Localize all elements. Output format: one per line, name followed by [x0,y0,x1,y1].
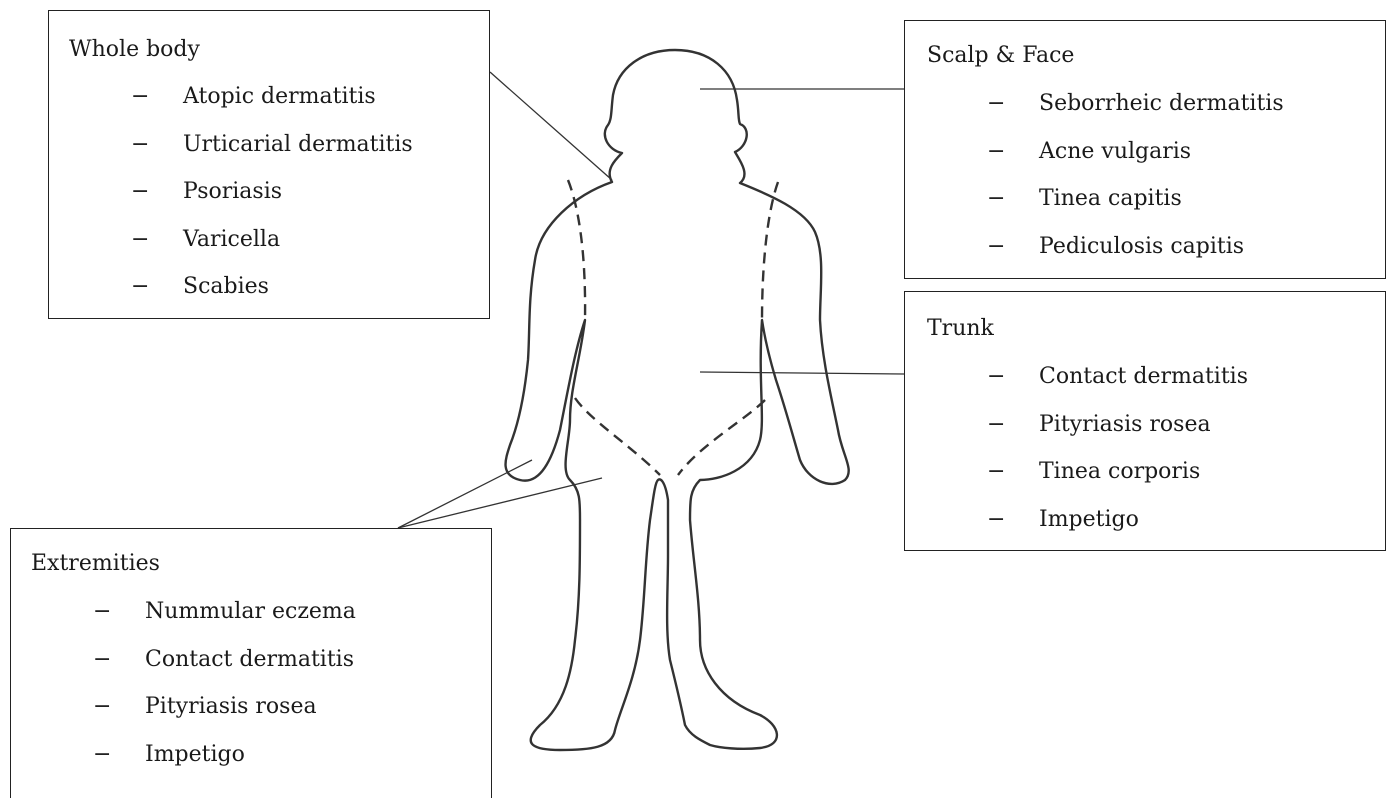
condition-label: Psoriasis [183,177,282,207]
dash-bullet: − [987,457,1005,487]
dash-bullet: − [987,137,1005,167]
condition-label: Pediculosis capitis [1039,232,1244,262]
dash-bullet: − [93,740,111,770]
scalp-face-title: Scalp & Face [927,43,1074,68]
scalp-face-box: Scalp & Face − Seborrheic dermatitis − Acn… [904,20,1386,279]
dash-bullet: − [131,130,149,160]
dash-bullet: − [131,82,149,112]
child-body-outline [506,50,849,750]
dash-bullet: − [131,177,149,207]
dash-bullet: − [93,692,111,722]
trunk-box: Trunk − Contact dermatitis − Pityriasis ro… [904,291,1386,551]
condition-label: Pityriasis rosea [1039,410,1211,440]
whole-body-title: Whole body [69,37,200,62]
condition-label: Scabies [183,272,269,302]
condition-label: Nummular eczema [145,597,356,627]
dash-bullet: − [987,362,1005,392]
condition-label: Contact dermatitis [1039,362,1248,392]
dash-bullet: − [131,225,149,255]
condition-label: Tinea capitis [1039,184,1182,214]
trunk-title: Trunk [927,316,994,341]
dash-bullet: − [93,645,111,675]
dash-bullet: − [987,410,1005,440]
condition-label: Urticarial dermatitis [183,130,413,160]
condition-label: Impetigo [1039,505,1139,535]
condition-label: Seborrheic dermatitis [1039,89,1284,119]
whole-body-leader [490,72,612,180]
condition-label: Tinea corporis [1039,457,1200,487]
extremities-leader-arm [398,460,532,528]
dash-bullet: − [131,272,149,302]
condition-label: Acne vulgaris [1039,137,1191,167]
extremities-title: Extremities [31,551,160,576]
extremities-box: Extremities − Nummular eczema − Contact de… [10,528,492,798]
condition-label: Contact dermatitis [145,645,354,675]
dash-bullet: − [987,232,1005,262]
condition-label: Atopic dermatitis [183,82,376,112]
dash-bullet: − [93,597,111,627]
condition-label: Impetigo [145,740,245,770]
extremities-leader-leg [398,478,602,528]
dash-bullet: − [987,505,1005,535]
dash-bullet: − [987,184,1005,214]
condition-label: Pityriasis rosea [145,692,317,722]
condition-label: Varicella [183,225,280,255]
whole-body-box: Whole body − Atopic dermatitis − Urticaria… [48,10,490,319]
dash-bullet: − [987,89,1005,119]
